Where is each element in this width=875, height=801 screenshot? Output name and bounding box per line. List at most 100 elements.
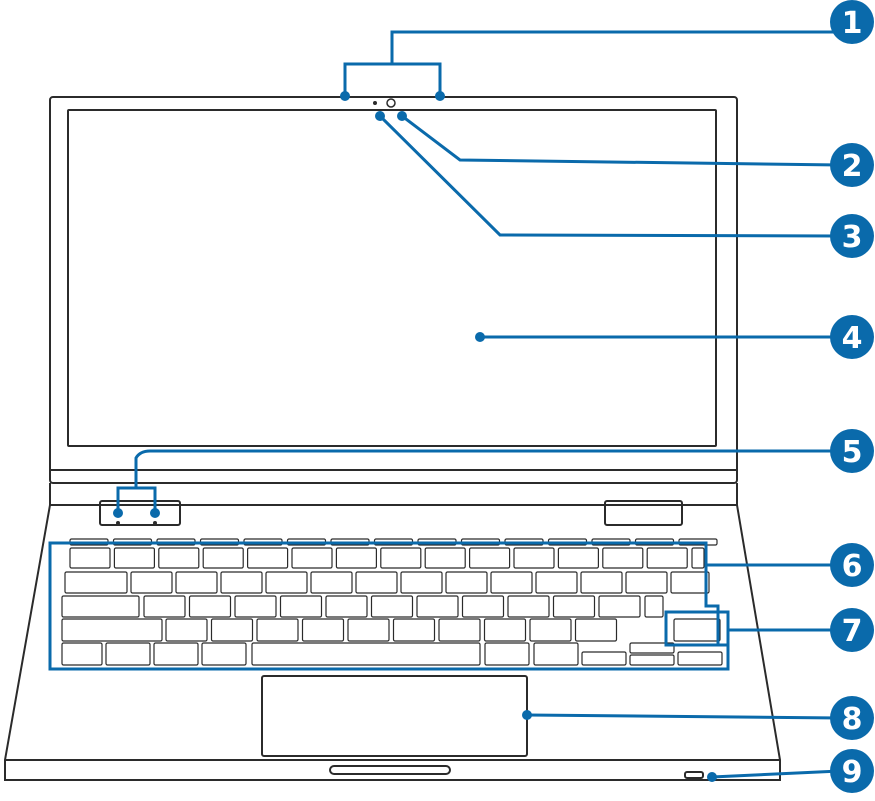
endpoint-3 [375, 111, 385, 121]
keyboard-key [265, 571, 308, 594]
keyboard-key [210, 618, 254, 642]
keyboard-key [69, 547, 111, 569]
keyboard-key [165, 618, 208, 642]
callout-4: 4 [830, 315, 874, 359]
keyboard-key [670, 571, 710, 594]
keyboard-key [424, 547, 466, 569]
right-hinge-block [604, 500, 683, 526]
keyboard-key [301, 618, 345, 642]
screen-panel [67, 109, 717, 447]
keyboard-key [416, 595, 459, 618]
keyboard-key [347, 618, 390, 642]
keyboard-key [581, 651, 627, 666]
front-notch [329, 765, 451, 775]
keyboard-key [469, 547, 511, 569]
keyboard-key [370, 595, 414, 618]
keyboard-key [646, 547, 688, 569]
left-speaker-dot-1 [116, 521, 120, 525]
keyboard-key [557, 547, 600, 569]
keyboard-key [220, 571, 263, 594]
keyboard-key [535, 571, 578, 594]
keyboard-key [325, 595, 368, 618]
highlight-key-7 [664, 610, 840, 647]
keyboard-key [355, 571, 398, 594]
callout-4-number: 4 [842, 321, 863, 356]
leader-8 [526, 713, 841, 720]
keyboard-key [400, 571, 443, 594]
keyboard-key [673, 618, 721, 642]
callout-5: 5 [830, 429, 874, 473]
keyboard-key [143, 595, 186, 618]
keyboard-key [445, 571, 488, 594]
keyboard-key [644, 595, 664, 618]
lid-outer-frame [49, 96, 738, 484]
keyboard-key [625, 571, 668, 594]
leader-2 [401, 114, 841, 167]
callout-8-number: 8 [842, 702, 863, 737]
keyboard-key [438, 618, 481, 642]
keyboard-key [113, 547, 156, 569]
callout-2: 2 [830, 143, 874, 187]
left-speaker-dot-2 [153, 521, 157, 525]
callout-9-number: 9 [842, 755, 863, 790]
callout-3-number: 3 [842, 220, 863, 255]
keyboard-key [279, 595, 323, 618]
keyboard-key [602, 547, 644, 569]
keyboard-keys [61, 538, 723, 666]
keyboard-key [153, 642, 199, 666]
keyboard-key [234, 595, 277, 618]
endpoint-5b [150, 508, 160, 518]
callout-2-number: 2 [842, 149, 863, 184]
left-hinge-block [99, 500, 181, 526]
keyboard-key [380, 547, 422, 569]
touchpad [261, 675, 528, 757]
leader-3 [378, 114, 841, 238]
keyboard-key [64, 571, 128, 594]
keyboard-key [677, 651, 723, 666]
keyboard-key [61, 618, 163, 642]
callout-7-number: 7 [842, 614, 863, 649]
camera-status-light [373, 101, 377, 105]
keyboard-key [529, 618, 572, 642]
keyboard-key [483, 618, 527, 642]
leader-1 [343, 30, 840, 96]
keyboard-key [461, 595, 505, 618]
keyboard-key [188, 595, 232, 618]
keyboard-key [61, 642, 103, 666]
webcam-lens [386, 98, 396, 108]
keyboard-key [580, 571, 623, 594]
callout-leaders [48, 30, 841, 779]
keyboard-key [130, 571, 173, 594]
callout-1-number: 1 [842, 6, 863, 41]
callout-5-number: 5 [842, 435, 863, 470]
keyboard-key [552, 595, 596, 618]
keyboard-key [629, 654, 675, 666]
keyboard-key [484, 642, 530, 666]
leader-9 [711, 769, 841, 779]
keyboard-key [201, 642, 247, 666]
endpoint-1b [435, 91, 445, 101]
keyboard-key [513, 547, 555, 569]
keyboard-key [533, 642, 579, 666]
endpoint-1a [340, 91, 350, 101]
callout-endpoints [113, 91, 717, 782]
keyboard-base [4, 504, 781, 781]
callout-1: 1 [830, 0, 874, 44]
keyboard-key [574, 618, 618, 642]
display-lid [49, 96, 738, 484]
power-indicator-slot [684, 771, 704, 779]
callout-8: 8 [830, 696, 874, 740]
keyboard-key [105, 642, 151, 666]
keyboard-key [490, 571, 533, 594]
endpoint-2 [397, 111, 407, 121]
keyboard-key [310, 571, 353, 594]
callout-7: 7 [830, 608, 874, 652]
hinge-area [49, 483, 738, 526]
keyboard-key [175, 571, 218, 594]
callout-3: 3 [830, 214, 874, 258]
endpoint-8 [522, 710, 532, 720]
callout-6-number: 6 [842, 549, 863, 584]
keyboard-key [61, 595, 140, 618]
endpoint-5a [113, 508, 123, 518]
